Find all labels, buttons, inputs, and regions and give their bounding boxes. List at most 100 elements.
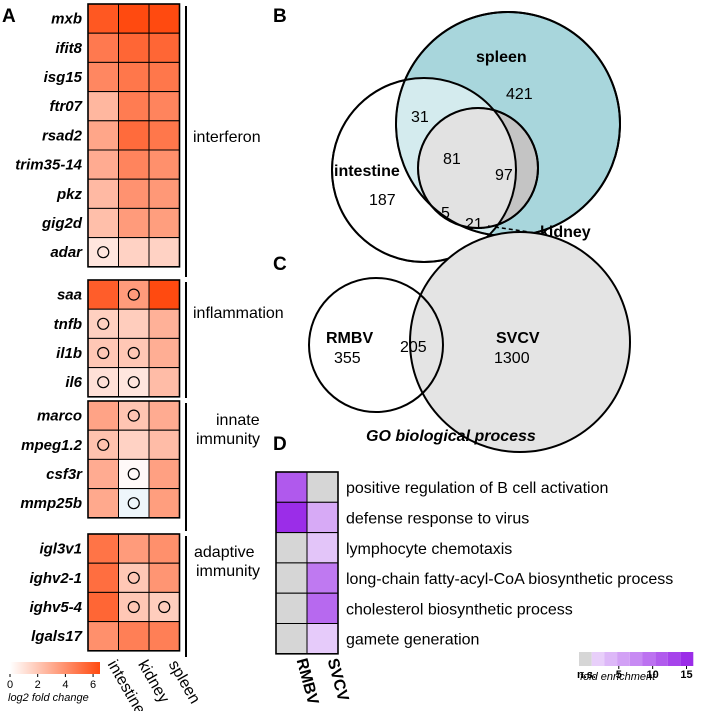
heatmap-cell — [118, 458, 150, 490]
ns-marker — [127, 346, 140, 360]
heatmap-cell — [87, 91, 119, 122]
go-legend-swatch — [629, 652, 643, 666]
go-cell — [306, 623, 339, 655]
gene-label: adar — [50, 244, 83, 261]
heatmap-cell — [148, 207, 180, 239]
go-cell — [306, 592, 339, 625]
heatmap-cell — [118, 61, 150, 93]
gene-label: isg15 — [44, 69, 83, 86]
ns-marker — [127, 288, 140, 301]
heatmap-cell — [87, 591, 119, 623]
heatmap-cell — [87, 533, 119, 564]
heatmap-cell — [87, 458, 119, 490]
heatmap-cell — [87, 279, 119, 310]
heatmap-cell — [148, 429, 180, 460]
go-cell — [275, 501, 308, 534]
count-spleen-only: 421 — [506, 86, 533, 103]
heatmap-cell — [118, 149, 150, 180]
panel-label-a: A — [2, 6, 16, 27]
heatmap-cell — [87, 367, 119, 398]
heatmap-cell — [118, 429, 150, 460]
heatmap-cell — [148, 367, 180, 398]
lfc-legend-tick: 2 — [35, 679, 41, 691]
venn-circle-rmbv — [308, 277, 444, 413]
heatmap-cell — [118, 488, 150, 519]
heatmap-cell — [148, 458, 180, 490]
gene-label: il6 — [65, 374, 82, 391]
lfc-legend-tick: 6 — [90, 679, 96, 691]
heatmap-cell — [87, 562, 119, 593]
heatmap-cell — [118, 279, 150, 310]
heatmap-cell — [118, 621, 150, 652]
venn-viruses — [308, 231, 631, 453]
go-cell — [275, 623, 308, 655]
go-column-label-RMBV: RMBV — [293, 657, 322, 707]
gene-label: igl3v1 — [39, 541, 82, 558]
go-column-label-SVCV: SVCV — [324, 657, 352, 704]
heatmap-cell — [87, 308, 119, 339]
ns-marker — [127, 571, 140, 584]
heatmap-cell — [148, 61, 180, 93]
venn-label-spleen: spleen — [476, 49, 527, 66]
heatmap-cell — [148, 400, 180, 431]
heatmap-cell — [118, 591, 150, 623]
go-cell — [275, 562, 308, 594]
venn-label-svcv: SVCV — [496, 330, 540, 347]
gene-label: rsad2 — [42, 127, 83, 144]
lfc-legend-tick: 0 — [7, 679, 13, 691]
gene-label: il1b — [56, 345, 82, 362]
gene-label: mxb — [51, 11, 82, 28]
heatmap-cell — [87, 207, 119, 239]
go-legend-tick: 10 — [647, 669, 659, 681]
heatmap-cell — [87, 621, 119, 652]
gene-label: gig2d — [41, 215, 83, 232]
heatmap-cell — [118, 337, 150, 369]
heatmap-cell — [148, 488, 180, 519]
ns-marker — [127, 600, 140, 614]
heatmap-cell — [118, 367, 150, 398]
go-legend-swatch — [591, 652, 605, 666]
heatmap-cell — [118, 3, 150, 34]
heatmap-cell — [87, 237, 119, 268]
gene-label: mmp25b — [20, 495, 82, 512]
go-legend-label: fold enrichment — [580, 671, 656, 683]
count-intestine-spleen: 31 — [411, 109, 429, 126]
heatmap-cell — [118, 562, 150, 593]
kidney-pointer — [487, 225, 537, 234]
heatmap-lfc: mxbifit8isg15ftr07rsad2trim35-14pkzgig2d… — [15, 3, 181, 652]
gene-label: csf3r — [46, 466, 83, 483]
heatmap-cell — [148, 178, 180, 209]
heatmap-cell — [148, 149, 180, 180]
column-label-spleen: spleen — [165, 658, 203, 707]
ns-marker — [127, 409, 140, 422]
lfc-legend-tick: 4 — [62, 679, 68, 691]
group-label-adaptive: adaptive immunity — [194, 544, 260, 580]
panel-label-c: C — [273, 254, 287, 275]
go-legend-tick: 5 — [616, 669, 622, 681]
ns-marker — [127, 376, 140, 389]
go-term-label: positive regulation of B cell activation — [346, 480, 608, 497]
gene-label: trim35-14 — [15, 157, 82, 174]
gene-label: lgals17 — [31, 628, 83, 645]
ns-marker — [97, 376, 110, 389]
go-term-label: cholesterol biosynthetic process — [346, 601, 573, 618]
group-label-innate: innate immunity — [196, 412, 264, 448]
heatmap-cell — [87, 3, 119, 34]
heatmap-cell — [148, 562, 180, 593]
go-legend-swatch — [667, 652, 681, 666]
lfc-legend-label: log2 fold change — [8, 692, 89, 704]
gene-label: tnfb — [54, 316, 82, 333]
heatmap-cell — [118, 533, 150, 564]
heatmap-cell — [148, 237, 180, 268]
lfc-legend-bar — [10, 662, 100, 674]
heatmap-cell — [118, 32, 150, 63]
heatmap-cell — [118, 237, 150, 268]
heatmap-cell — [148, 91, 180, 122]
heatmap-cell — [87, 178, 119, 209]
heatmap-cell — [118, 178, 150, 209]
go-cell — [306, 562, 339, 594]
heatmap-cell — [118, 400, 150, 431]
